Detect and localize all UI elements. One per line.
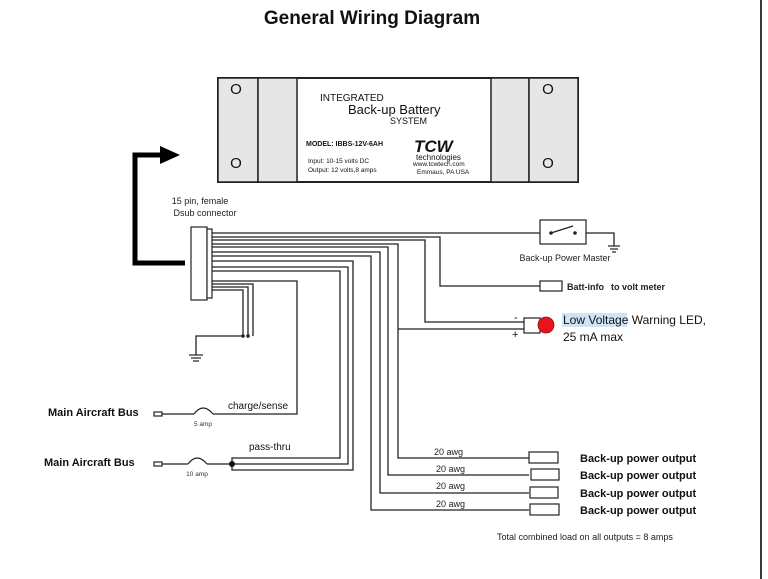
mount-hole-icon: O [542, 155, 554, 172]
wire-switch-ground [586, 232, 615, 246]
footnote-total-load: Total combined load on all outputs = 8 a… [497, 532, 673, 542]
right-mount-panel [528, 77, 579, 183]
wire-ground-b [212, 286, 249, 336]
junction-dot [246, 334, 250, 338]
mount-hole-icon: O [230, 155, 242, 172]
fuse-icon [193, 407, 214, 415]
connection-arrow [132, 152, 185, 266]
wire-output-1 [212, 243, 529, 459]
diagram-title: General Wiring Diagram [264, 8, 480, 29]
output-terminal [529, 503, 560, 516]
mount-hole-icon: O [230, 81, 242, 98]
wire-output-4 [212, 255, 529, 511]
led-socket [523, 317, 541, 334]
wire-led-minus [212, 239, 524, 323]
output-label: Back-up power output [580, 453, 696, 465]
right-inner-panel [490, 77, 530, 183]
output-terminal [529, 486, 559, 499]
dsub-connector [190, 226, 208, 301]
led-label-highlight: Low Voltage [563, 313, 629, 327]
wire-output-3 [212, 251, 529, 494]
output-terminal [528, 451, 559, 464]
batt-info-suffix: to volt meter [611, 282, 666, 292]
wire-charge-sense [212, 280, 298, 415]
unit-system-text: SYSTEM [390, 116, 427, 126]
text-selection-highlight [562, 313, 627, 327]
backup-output-1: 20 awg Back-up power output [434, 447, 696, 465]
unit-website: www.tcwtech.com [412, 161, 465, 168]
backup-output-4: 20 awg Back-up power output [436, 499, 696, 517]
output-label: Back-up power output [580, 505, 696, 517]
arrow-head-icon [160, 146, 180, 164]
junction-dot [241, 334, 245, 338]
fuse-icon [187, 457, 208, 465]
backup-power-master-switch[interactable] [539, 219, 620, 253]
ground-icon [608, 245, 620, 253]
output-terminal [530, 468, 560, 481]
wire-ground-a [212, 283, 254, 336]
wire-output-2 [212, 246, 529, 476]
wire-harness [195, 232, 541, 511]
bus-terminal [153, 461, 163, 467]
tcw-logo-subtitle: technologies [416, 153, 461, 162]
wire-label-pass-thru: pass-thru [249, 442, 291, 453]
switch-lever-icon [550, 225, 574, 234]
output-label: Back-up power output [580, 488, 696, 500]
switch-label: Back-up Power Master [519, 253, 610, 263]
connector-label-line1: 15 pin, female [172, 196, 229, 206]
unit-input-spec: Input: 10-15 volts DC [308, 158, 369, 165]
fuse-rating: 10 amp [186, 471, 208, 478]
wire-pass-thru-b [212, 266, 349, 465]
led-minus-sign: - [514, 312, 518, 324]
left-mount-panel [217, 77, 259, 183]
unit-output-spec: Output: 12 volts,8 amps [308, 167, 377, 174]
switch-contact [573, 231, 577, 235]
led-label-line2: 25 mA max [563, 330, 623, 344]
wire-gauge-label: 20 awg [436, 464, 465, 474]
warning-led-icon [537, 316, 555, 334]
unit-integrated-text: INTEGRATED [320, 93, 384, 104]
bus-pass-thru: Main Aircraft Bus 10 amp pass-thru [44, 442, 291, 478]
backup-output-3: 20 awg Back-up power output [436, 481, 696, 500]
backup-output-2: 20 awg Back-up power output [436, 464, 696, 482]
junction-dot [229, 461, 235, 467]
led-plus-sign: + [512, 329, 518, 341]
wire-batt-info [212, 236, 540, 287]
left-inner-panel [257, 77, 298, 183]
fuse-rating: 5 amp [194, 421, 212, 428]
dsub-connector-flange [206, 228, 213, 299]
wire-gauge-label: 20 awg [436, 499, 465, 509]
unit-location: Emmaus, PA USA [417, 169, 470, 176]
wire-gauge-label: 20 awg [434, 447, 463, 457]
bus-label: Main Aircraft Bus [48, 407, 139, 419]
bus-label: Main Aircraft Bus [44, 457, 135, 469]
page-edge-border [760, 0, 762, 579]
bus-terminal [153, 411, 163, 417]
wire-pass-thru-a [212, 260, 354, 471]
batt-info-terminal [539, 280, 563, 292]
wire-label-charge-sense: charge/sense [228, 401, 288, 412]
backup-battery-unit: O O O O INTEGRATED Back-up Battery SYSTE… [217, 77, 579, 183]
led-label-rest: Warning LED, [628, 313, 706, 327]
switch-housing [539, 219, 587, 245]
unit-name-text: Back-up Battery [348, 102, 441, 117]
output-label: Back-up power output [580, 470, 696, 482]
connector-label-line2: Dsub connector [173, 208, 236, 218]
led-label-line1: Low Voltage Warning LED, [563, 313, 706, 327]
unit-model-text: MODEL: IBBS-12V-6AH [306, 141, 383, 148]
batt-info-label: Batt-info [567, 282, 604, 292]
mount-hole-icon: O [542, 81, 554, 98]
bus-charge-sense: Main Aircraft Bus 5 amp charge/sense [48, 401, 288, 428]
tcw-logo: TCW [414, 137, 455, 156]
wire-pass-thru-c [212, 270, 341, 464]
wire-gauge-label: 20 awg [436, 481, 465, 491]
ground-icon [189, 354, 203, 362]
